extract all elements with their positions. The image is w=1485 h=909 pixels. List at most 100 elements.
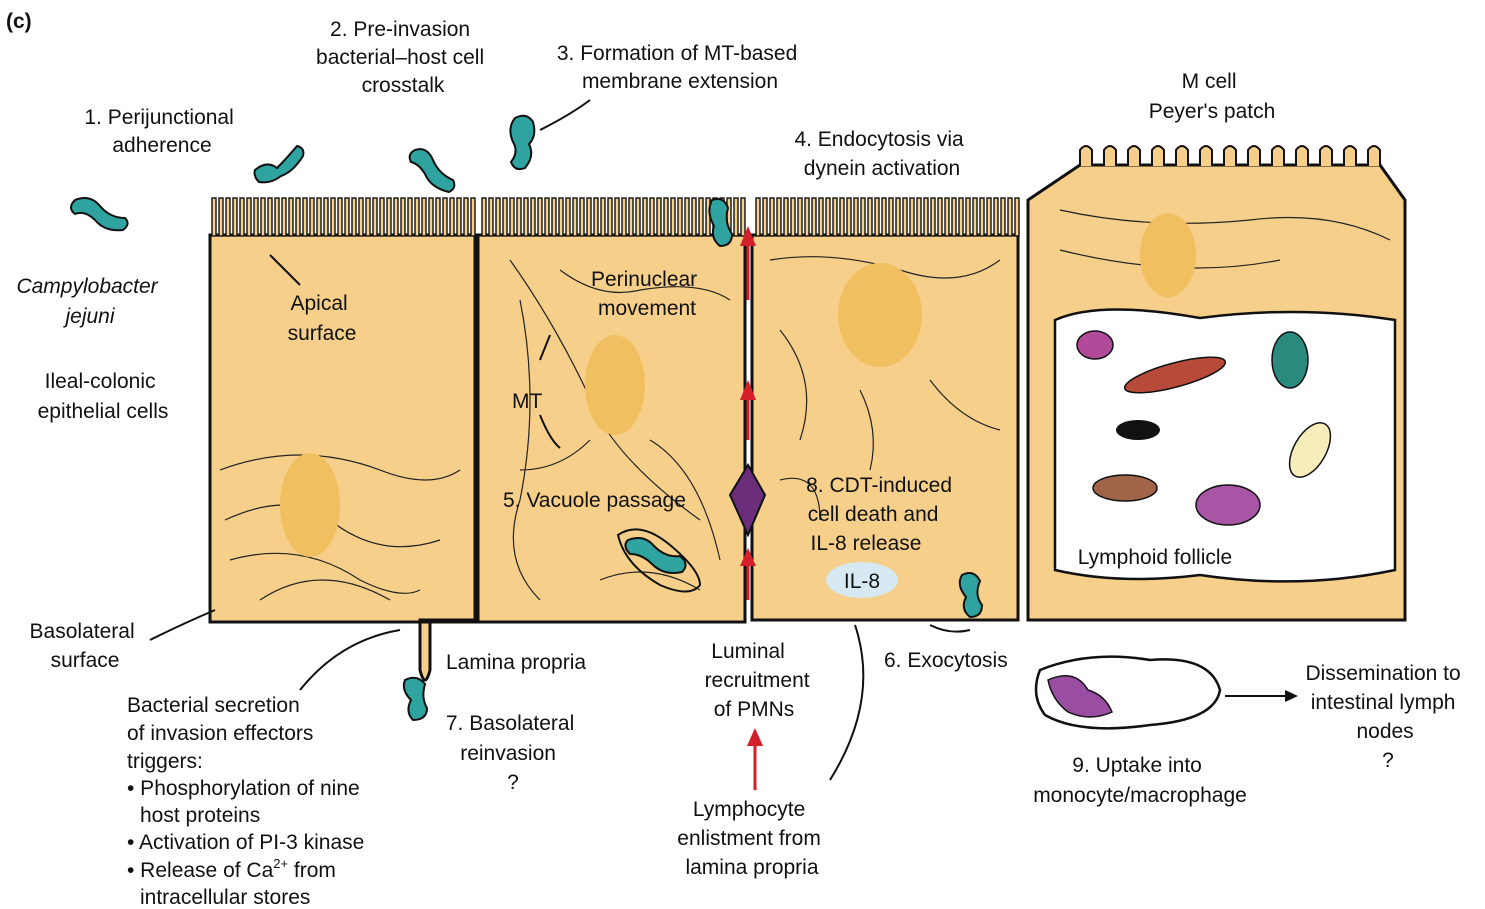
microvillus xyxy=(587,198,591,236)
secretion-label: Bacterial secretion of invasion effector… xyxy=(127,694,319,773)
microvillus xyxy=(608,198,612,236)
step9-label: 9. Uptake into monocyte/macrophage xyxy=(1033,754,1247,807)
m-cell-fold xyxy=(1248,146,1260,166)
microvillus xyxy=(373,198,377,236)
microvillus xyxy=(959,198,963,236)
microvillus xyxy=(443,198,447,236)
microvillus xyxy=(980,198,984,236)
microvillus xyxy=(226,198,230,236)
microvillus xyxy=(436,198,440,236)
microvillus xyxy=(763,198,767,236)
microvillus xyxy=(324,198,328,236)
lymphocyte-label: Lymphocyte enlistment from lamina propri… xyxy=(677,798,826,879)
step2-line3: crosstalk xyxy=(362,74,445,97)
step7-label: 7. Basolateral reinvasion ? xyxy=(446,712,580,794)
dissemination-line3: nodes xyxy=(1356,720,1413,743)
microvillus xyxy=(812,198,816,236)
microvillus xyxy=(840,198,844,236)
microvillus xyxy=(601,198,605,236)
microvillus xyxy=(671,198,675,236)
basolateral-line1: Basolateral xyxy=(30,620,135,643)
microvillus xyxy=(233,198,237,236)
lymphocyte-brown xyxy=(1093,475,1157,501)
m-cell-fold xyxy=(1128,146,1140,166)
microvillus xyxy=(678,198,682,236)
microvillus xyxy=(819,198,823,236)
secretion-line3: triggers: xyxy=(127,750,203,773)
microvillus xyxy=(566,198,570,236)
step3-label: 3. Formation of MT-based membrane extens… xyxy=(557,42,803,93)
lymphocyte-purple xyxy=(1077,331,1113,359)
pmn-line1: Luminal xyxy=(711,640,785,663)
lymphoid-follicle-label: Lymphoid follicle xyxy=(1078,546,1232,569)
microvillus xyxy=(331,198,335,236)
microvillus xyxy=(826,198,830,236)
apical-line2: surface xyxy=(288,322,357,345)
microvillus xyxy=(1001,198,1005,236)
microvillus xyxy=(401,198,405,236)
bacterium-free xyxy=(71,198,128,230)
step2-line1: 2. Pre-invasion xyxy=(330,18,470,41)
pmn-label: Luminal recruitment of PMNs xyxy=(705,640,816,721)
nucleus-cell-1 xyxy=(280,453,340,557)
microvillus xyxy=(770,198,774,236)
microvillus xyxy=(987,198,991,236)
lymphocyte-black xyxy=(1116,420,1160,440)
microvillus xyxy=(254,198,258,236)
microvillus xyxy=(910,198,914,236)
nucleus-cell-3 xyxy=(838,263,922,367)
microvillus xyxy=(594,198,598,236)
m-cell-fold xyxy=(1224,146,1236,166)
microvillus xyxy=(268,198,272,236)
microvillus xyxy=(699,198,703,236)
lymphocyte-line1: Lymphocyte xyxy=(693,798,805,821)
lymphocyte-line2: enlistment from xyxy=(677,827,821,850)
effects-list: • Phosphorylation of nine host proteins … xyxy=(127,777,366,854)
microvillus xyxy=(219,198,223,236)
lymphocyte-line3: lamina propria xyxy=(685,856,818,879)
microvillus xyxy=(664,198,668,236)
microvillus xyxy=(517,198,521,236)
microvillus xyxy=(777,198,781,236)
microvillus xyxy=(289,198,293,236)
microvillus xyxy=(657,198,661,236)
organism-label: Campylobacter jejuni xyxy=(16,275,163,328)
bacterium-reinvasion xyxy=(404,678,427,720)
pmn-line3: of PMNs xyxy=(714,698,795,721)
m-cell-fold xyxy=(1080,146,1092,166)
microvillus xyxy=(429,198,433,236)
microvillus xyxy=(482,198,486,236)
microvillus xyxy=(847,198,851,236)
microvillus xyxy=(366,198,370,236)
effect-1-cont: host proteins xyxy=(140,804,260,827)
microvillus xyxy=(945,198,949,236)
microvillus xyxy=(756,198,760,236)
m-cell-apical-folds xyxy=(1080,146,1380,166)
microvillus xyxy=(338,198,342,236)
panel-letter: (c) xyxy=(6,10,32,33)
microvillus xyxy=(615,198,619,236)
effect-2: • Activation of PI-3 kinase xyxy=(127,831,364,854)
microvillus xyxy=(861,198,865,236)
microvillus xyxy=(247,198,251,236)
microvillus xyxy=(882,198,886,236)
microvillus xyxy=(636,198,640,236)
microvillus xyxy=(240,198,244,236)
microvilli-brush-border xyxy=(212,198,1019,236)
step4-line2: dynein activation xyxy=(804,157,960,180)
step8-line1: 8. CDT-induced xyxy=(806,474,952,497)
m-cell-fold xyxy=(1272,146,1284,166)
m-cell-fold xyxy=(1344,146,1356,166)
step8-line2: cell death and xyxy=(808,503,939,526)
step5-label: 5. Vacuole passage xyxy=(503,489,686,512)
secretion-line2: of invasion effectors xyxy=(127,722,313,745)
mcell-label: M cell Peyer's patch xyxy=(1149,70,1276,123)
microvillus xyxy=(629,198,633,236)
microvillus xyxy=(212,198,216,236)
microvillus xyxy=(741,198,745,236)
lymphocyte-teal xyxy=(1272,332,1308,388)
microvillus xyxy=(531,198,535,236)
microvillus xyxy=(380,198,384,236)
microvillus xyxy=(503,198,507,236)
